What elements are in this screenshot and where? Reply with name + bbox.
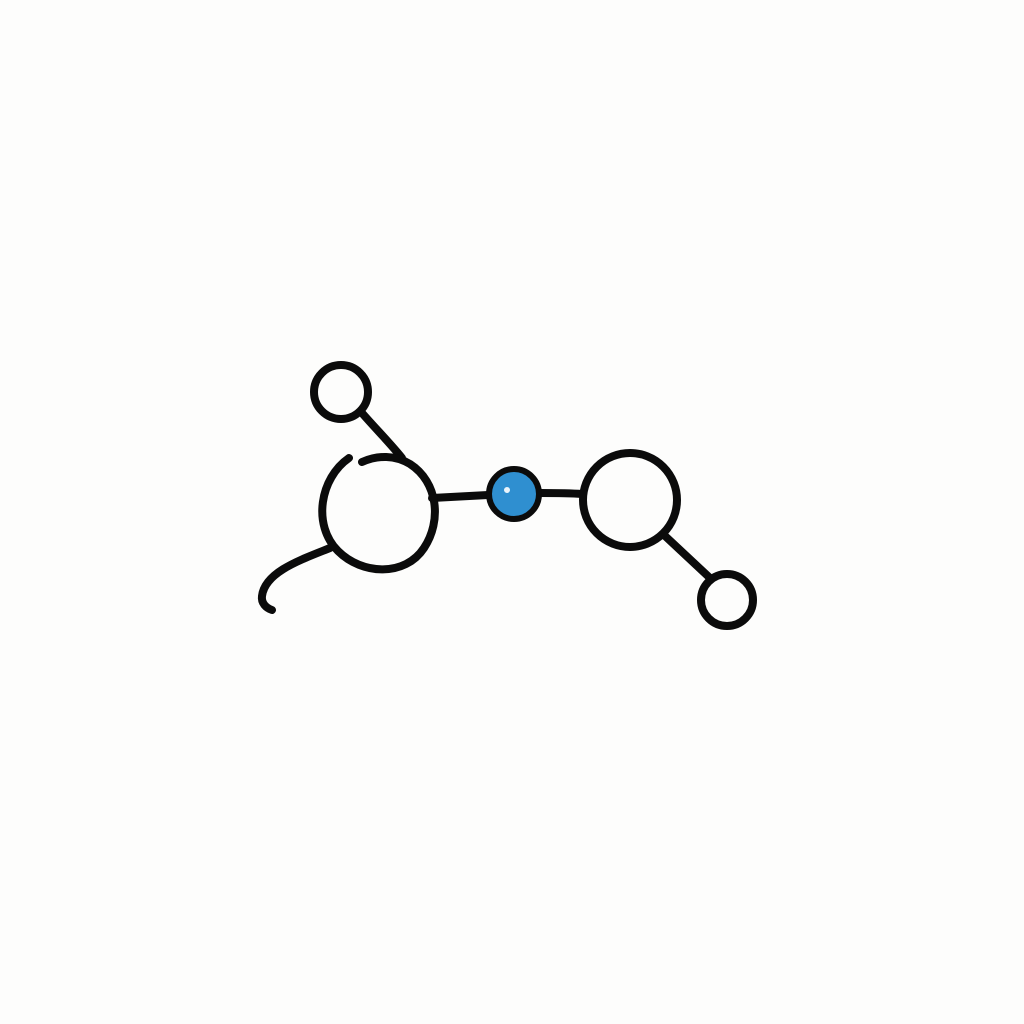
edge-center-to-right: [536, 489, 586, 498]
edge-top-left-to-left: [358, 409, 406, 462]
node-center-highlight: [504, 487, 510, 493]
node-top-left-small: [310, 361, 372, 423]
edge-left-to-center: [428, 491, 492, 502]
edge-right-to-bottom-right: [660, 531, 714, 582]
node-center: [486, 466, 542, 522]
node-bottom-right-small: [697, 570, 757, 630]
node-right-large: [579, 449, 681, 551]
tail-curve: [257, 544, 334, 614]
node-left-large: [318, 453, 439, 574]
